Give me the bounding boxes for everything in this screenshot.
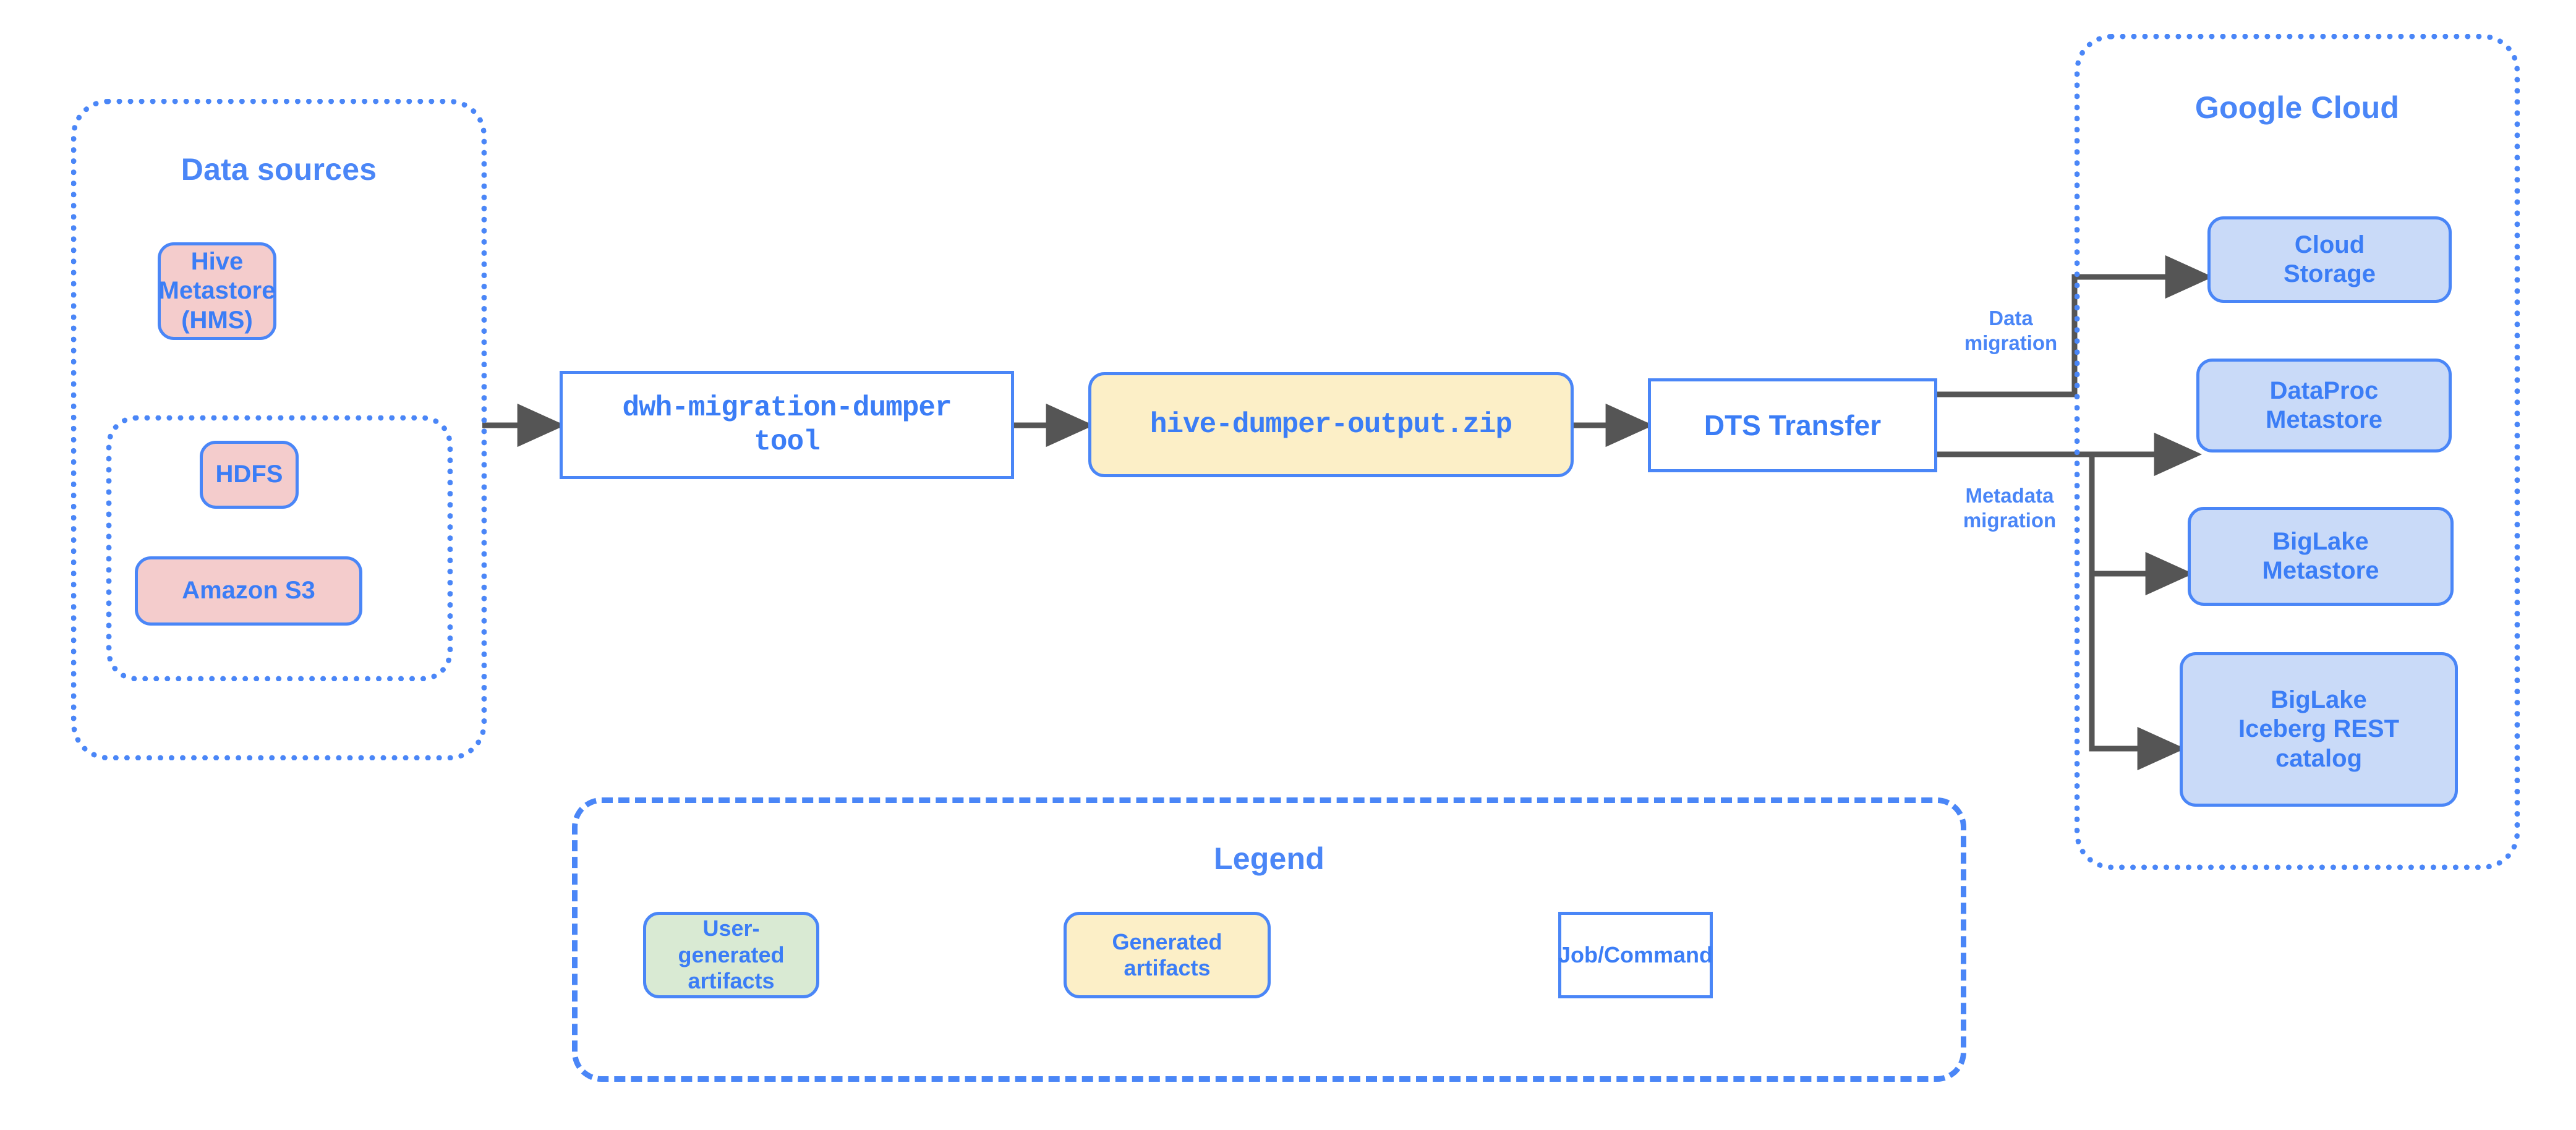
- node-biglake-iceberg-rest-catalog[interactable]: BigLake Iceberg REST catalog: [2180, 652, 2458, 807]
- legend-item-user-generated-artifacts[interactable]: User-generated artifacts: [643, 912, 819, 998]
- group-object-storage: [106, 415, 453, 681]
- node-hive-dumper-output-zip[interactable]: hive-dumper-output.zip: [1088, 372, 1574, 477]
- node-hive-metastore[interactable]: Hive Metastore (HMS): [158, 242, 276, 340]
- node-biglake-metastore[interactable]: BigLake Metastore: [2188, 507, 2454, 606]
- node-dwh-migration-dumper-tool[interactable]: dwh-migration-dumper tool: [560, 371, 1014, 479]
- edge-label-data-migration: Data migration: [1964, 307, 2058, 354]
- node-hdfs[interactable]: HDFS: [200, 441, 299, 509]
- node-dataproc-metastore[interactable]: DataProc Metastore: [2196, 359, 2452, 452]
- group-legend: [572, 797, 1966, 1082]
- node-cloud-storage[interactable]: Cloud Storage: [2207, 216, 2452, 303]
- node-amazon-s3[interactable]: Amazon S3: [135, 556, 362, 626]
- group-data-sources: [71, 99, 487, 760]
- legend-item-generated-artifacts[interactable]: Generated artifacts: [1064, 912, 1271, 998]
- group-google-cloud-title: Google Cloud: [2194, 90, 2400, 125]
- legend-item-job-command[interactable]: Job/Command: [1558, 912, 1713, 998]
- edge-label-metadata-migration: Metadata migration: [1963, 484, 2057, 532]
- node-dts-transfer[interactable]: DTS Transfer: [1648, 378, 1937, 472]
- group-google-cloud: [2075, 34, 2520, 870]
- group-legend-title: Legend: [1214, 841, 1324, 876]
- group-data-sources-title: Data sources: [181, 152, 377, 187]
